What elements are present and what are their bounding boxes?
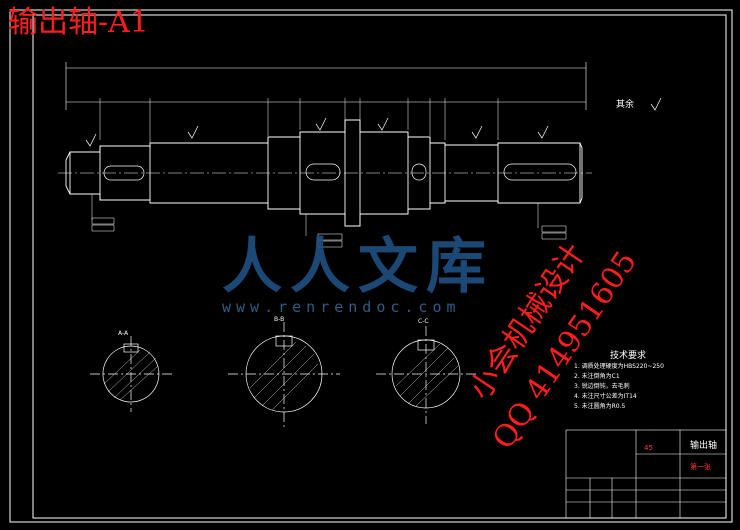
watermark-url: www.renrendoc.com xyxy=(222,298,461,316)
title-block-part-name: 输出轴 xyxy=(690,441,718,451)
tech-requirement-item: 5. 未注圆角为R0.5 xyxy=(574,403,626,410)
section-label-b: B-B xyxy=(274,316,285,323)
section-b-b xyxy=(228,322,340,428)
section-label-a: A-A xyxy=(118,330,129,337)
inner-frame xyxy=(32,14,727,519)
tech-requirement-item: 1. 调质处理硬度为HBS220~250 xyxy=(574,363,664,370)
keyways xyxy=(103,163,577,181)
title-block xyxy=(565,429,727,519)
tolerance-annotations xyxy=(91,194,567,248)
drawing-title: 输出轴-A1 xyxy=(8,5,149,40)
title-block-drawing-no: 第一张 xyxy=(690,463,711,471)
section-c-c xyxy=(376,326,476,424)
watermark-logo: 人人文库 xyxy=(222,232,494,302)
section-a-a xyxy=(90,336,172,412)
shaft-profile xyxy=(65,119,583,227)
segment-dimensions xyxy=(66,98,586,148)
roughness-note: 其余 xyxy=(616,100,635,110)
roughness-symbols xyxy=(85,97,662,147)
tech-requirements-title: 技术要求 xyxy=(610,351,647,361)
tech-requirement-item: 4. 未注尺寸公差为IT14 xyxy=(574,393,637,400)
outer-frame xyxy=(9,9,733,523)
tech-requirement-item: 3. 锐边倒钝，去毛刺 xyxy=(574,383,630,390)
overall-dimension xyxy=(65,62,587,110)
title-block-material: 45 xyxy=(644,444,653,452)
tech-requirements-list: 1. 调质处理硬度为HBS220~250 2. 未注倒角为C1 3. 锐边倒钝，… xyxy=(574,362,664,412)
section-label-c: C-C xyxy=(418,318,429,325)
tech-requirement-item: 2. 未注倒角为C1 xyxy=(574,373,620,380)
